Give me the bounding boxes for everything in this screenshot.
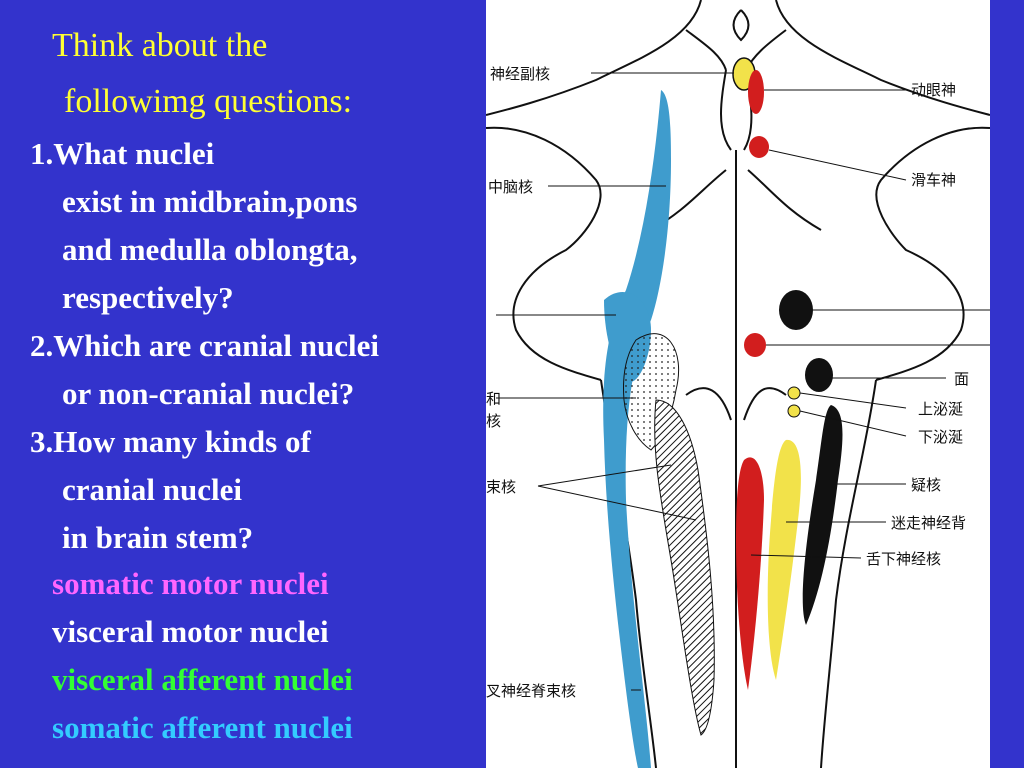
question-1-line-4: respectively? [62, 280, 234, 315]
leader-lines [496, 72, 990, 691]
text-panel: Think about the followimg questions: 1.W… [0, 0, 486, 768]
label-inferior-salivatory: 下泌涎 [918, 428, 963, 446]
abducens-nucleus [779, 290, 813, 330]
nuclei-kind-visceral-motor: visceral motor nuclei [52, 614, 329, 649]
title-line-1: Think about the [52, 27, 268, 64]
nuclei-kind-somatic-afferent: somatic afferent nuclei [52, 710, 353, 745]
superior-salivatory-nucleus [787, 386, 801, 400]
label-facial: 面 [954, 370, 969, 388]
inferior-salivatory-nucleus [787, 404, 801, 418]
question-2-line-2: or non-cranial nuclei? [62, 376, 355, 411]
question-3-line-2: cranial nuclei [62, 472, 242, 507]
label-superior-salivatory: 上泌涎 [918, 400, 963, 418]
label-spinal-trigeminal: 叉神经脊束核 [486, 682, 576, 700]
question-3-line-1: 3.How many kinds of [30, 424, 311, 459]
solitary-nucleus [654, 399, 715, 736]
label-hypoglossal: 舌下神经核 [866, 550, 941, 568]
nuclei-kind-somatic-motor: somatic motor nuclei [52, 566, 329, 601]
label-left-hi: 核 [486, 412, 501, 430]
question-1-line-3: and medulla oblongta, [62, 232, 358, 267]
right-border-strip [990, 0, 1024, 768]
question-2-line-1: 2.Which are cranial nuclei [30, 328, 380, 363]
trigeminal-nuclei-column [603, 90, 671, 768]
figure-labels: 神经副核 动眼神 滑车神 中脑核 面 上泌涎 下泌涎 和 核 束核 疑核 迷走神… [486, 65, 969, 700]
label-trochlear: 滑车神 [911, 171, 956, 189]
question-1-line-2: exist in midbrain,pons [62, 184, 358, 219]
label-accessory-oculomotor: 神经副核 [490, 65, 550, 83]
label-vagus-dorsal: 迷走神经背 [891, 514, 966, 532]
title-line-2: followimg questions: [64, 83, 353, 120]
nuclei-shapes [603, 57, 843, 768]
hypoglossal-nucleus [736, 457, 764, 690]
brainstem-nuclei-diagram: 神经副核 动眼神 滑车神 中脑核 面 上泌涎 下泌涎 和 核 束核 疑核 迷走神… [486, 0, 990, 768]
trochlear-nucleus [749, 136, 769, 158]
label-mesencephalic: 中脑核 [488, 178, 533, 196]
oculomotor-nucleus [748, 70, 764, 114]
brainstem-outline [486, 0, 990, 768]
label-ambiguus: 疑核 [911, 476, 941, 494]
facial-nucleus [805, 358, 833, 392]
question-1-line-1: 1.What nuclei [30, 136, 215, 171]
facial-motor-red-nucleus [744, 333, 766, 357]
label-oculomotor: 动眼神 [911, 81, 956, 99]
question-3-line-3: in brain stem? [62, 520, 254, 555]
dorsal-vagal-nucleus [767, 439, 801, 680]
label-solitary: 束核 [486, 478, 516, 496]
label-left-he: 和 [486, 390, 501, 408]
nuclei-kind-visceral-afferent: visceral afferent nuclei [52, 662, 353, 697]
brainstem-diagram-svg: 神经副核 动眼神 滑车神 中脑核 面 上泌涎 下泌涎 和 核 束核 疑核 迷走神… [486, 0, 990, 768]
nucleus-ambiguus [802, 405, 843, 625]
